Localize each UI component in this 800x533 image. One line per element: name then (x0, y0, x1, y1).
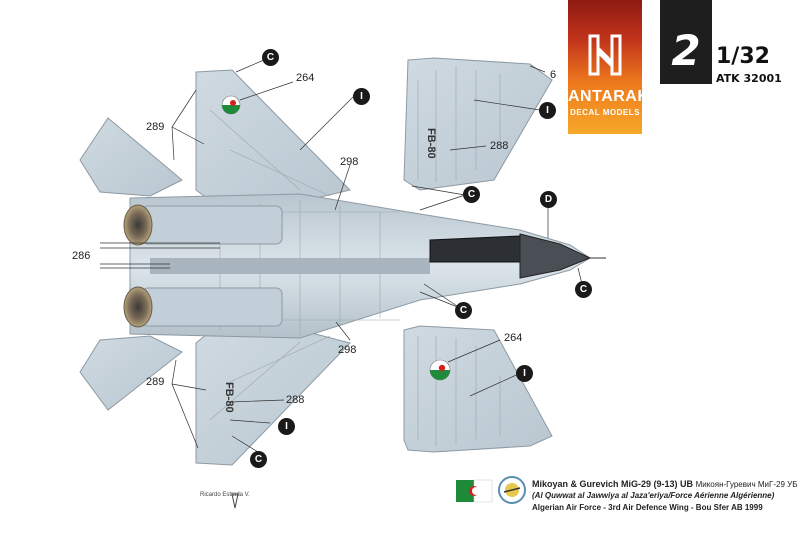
marker-i-right-top: I (539, 102, 556, 119)
marker-c-nose: C (575, 281, 592, 298)
upper-stabilizer (79, 117, 183, 197)
callout-289-bottom: 289 (146, 376, 165, 388)
artist-credit: Ricardo Estrada V. (200, 492, 250, 498)
antaraki-logo-icon (588, 34, 622, 76)
sheet-number: 2 (671, 26, 701, 75)
callout-6: 6 (550, 69, 557, 81)
marker-c-bottom-wing: C (250, 451, 267, 468)
callout-264-right: 264 (504, 332, 523, 344)
serial-right-wing: FB-80 (425, 128, 437, 159)
engine-nozzle-lower (123, 286, 153, 328)
callout-298-top: 298 (340, 156, 359, 168)
caption-subtitle: (Al Quwwat al Jawwiya al Jaza'eriya/Forc… (532, 491, 775, 500)
callout-289-top: 289 (146, 121, 165, 133)
callout-288-bottom: 288 (286, 394, 305, 406)
wing-emblem-icon (498, 476, 526, 504)
nose-cone (519, 233, 592, 279)
marker-d-nose: D (540, 191, 557, 208)
marker-i-right-bottom: I (516, 365, 533, 382)
roundel-right-wing (429, 359, 451, 381)
engine-nacelle-lower (141, 287, 283, 327)
kit-code: ATK 32001 (716, 72, 782, 85)
aircraft-underside (79, 69, 606, 466)
marker-c-mid-top: C (463, 186, 480, 203)
leader-lines (100, 59, 583, 453)
callout-288-right: 288 (490, 140, 509, 152)
brand-name: ANTARAKI (568, 88, 655, 105)
serial-lower-wing: FB-80 (223, 382, 235, 413)
caption-title-ru: Микоян-Гуревич МиГ-29 УБ (695, 480, 798, 489)
artist-signature-mark (231, 493, 239, 509)
callout-286: 286 (72, 250, 91, 262)
algerian-flag (456, 479, 493, 503)
marker-c-mid-bottom: C (455, 302, 472, 319)
lower-wing (195, 329, 351, 466)
engine-nozzle-upper (123, 204, 153, 246)
roundel-upper-wing (221, 95, 241, 115)
caption-title: Mikoyan & Gurevich MiG-29 (9-13) UB Мико… (532, 479, 797, 489)
brand-logo-panel: ANTARAKI DECAL MODELS (568, 0, 655, 134)
engine-nacelle-upper (141, 205, 283, 245)
marker-i-top-wing: I (353, 88, 370, 105)
brand-subtitle: DECAL MODELS (570, 108, 640, 117)
callout-298-bottom: 298 (338, 344, 357, 356)
marker-c-top-wing: C (262, 49, 279, 66)
scale-label: 1/32 (716, 44, 770, 69)
lower-stabilizer (79, 335, 183, 411)
sheet-number-box: 2 (660, 0, 712, 84)
callout-264-top: 264 (296, 72, 315, 84)
wing-panel-lower-right (403, 325, 553, 453)
caption-unit: Algerian Air Force - 3rd Air Defence Win… (532, 503, 763, 512)
wing-panel-upper-right (403, 57, 553, 191)
marker-i-bottom-wing: I (278, 418, 295, 435)
caption-title-en: Mikoyan & Gurevich MiG-29 (9-13) UB (532, 479, 694, 489)
upper-wing (195, 69, 351, 203)
